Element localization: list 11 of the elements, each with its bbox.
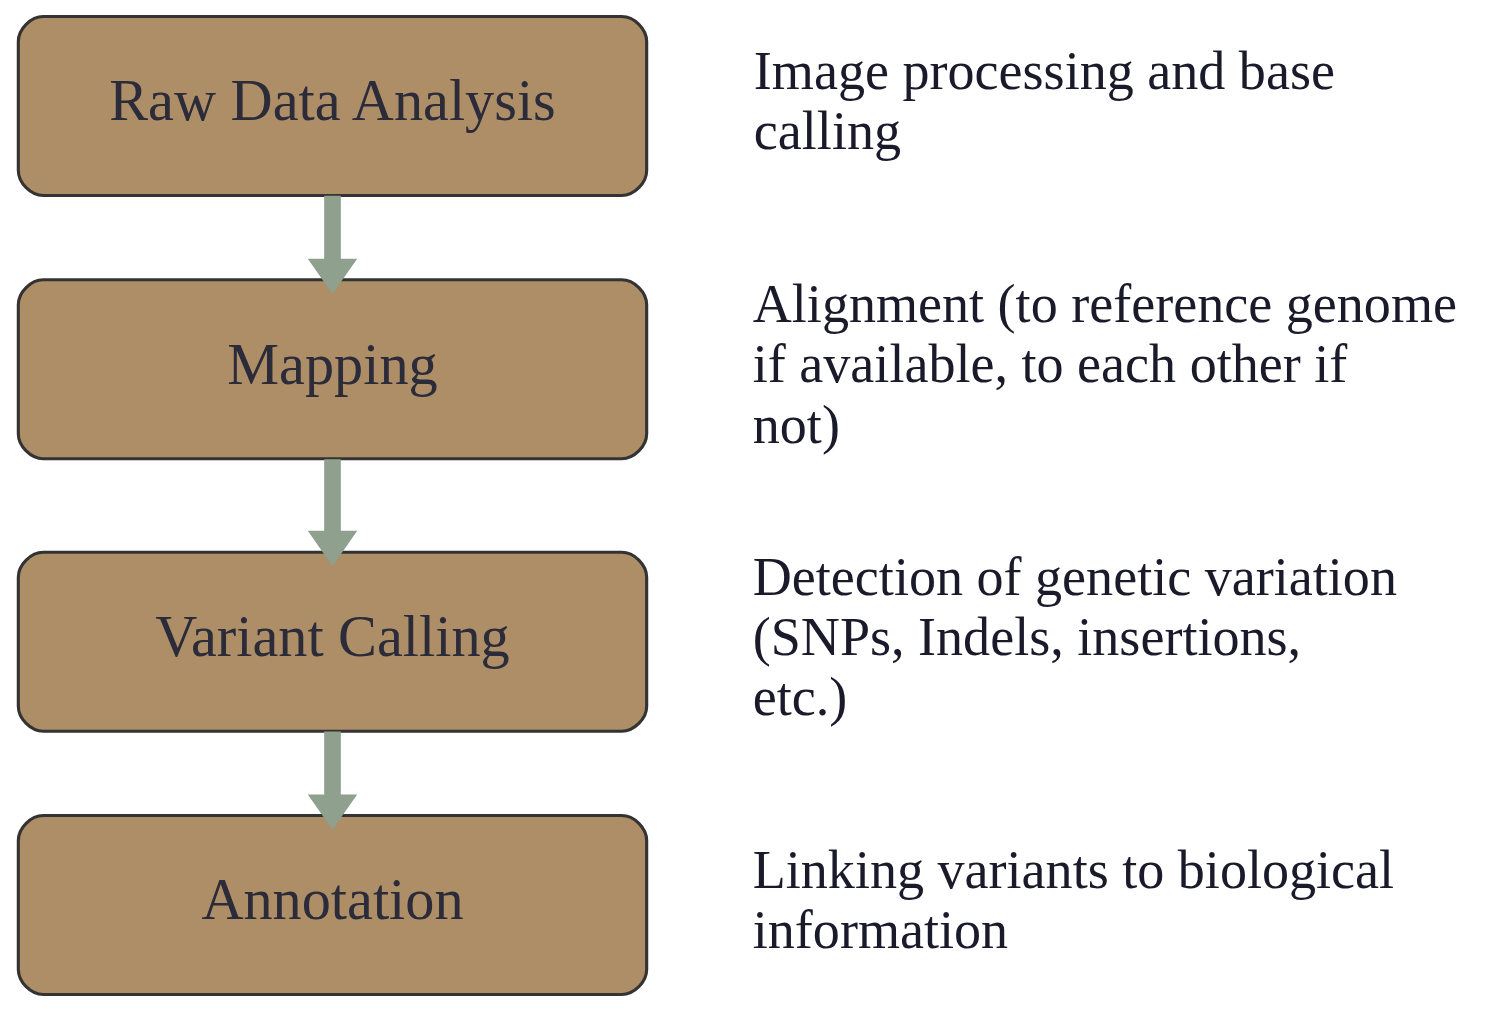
arrow [307, 731, 358, 830]
arrow [307, 459, 358, 567]
arrow [307, 195, 358, 295]
node-box: Annotation [16, 813, 649, 996]
node-label: Image processing and base calling [753, 40, 1335, 162]
node-label: Detection of genetic variation (SNPs, Indels, insertions, etc.) [752, 546, 1397, 728]
node-box: Mapping [16, 278, 649, 461]
node-label: Alignment (to reference genome if available, to each other if not) [752, 273, 1457, 455]
node-box: Raw Data Analysis [16, 15, 649, 198]
node-box: Variant Calling [16, 550, 649, 733]
node-label: Linking variants to biological information [752, 839, 1395, 961]
